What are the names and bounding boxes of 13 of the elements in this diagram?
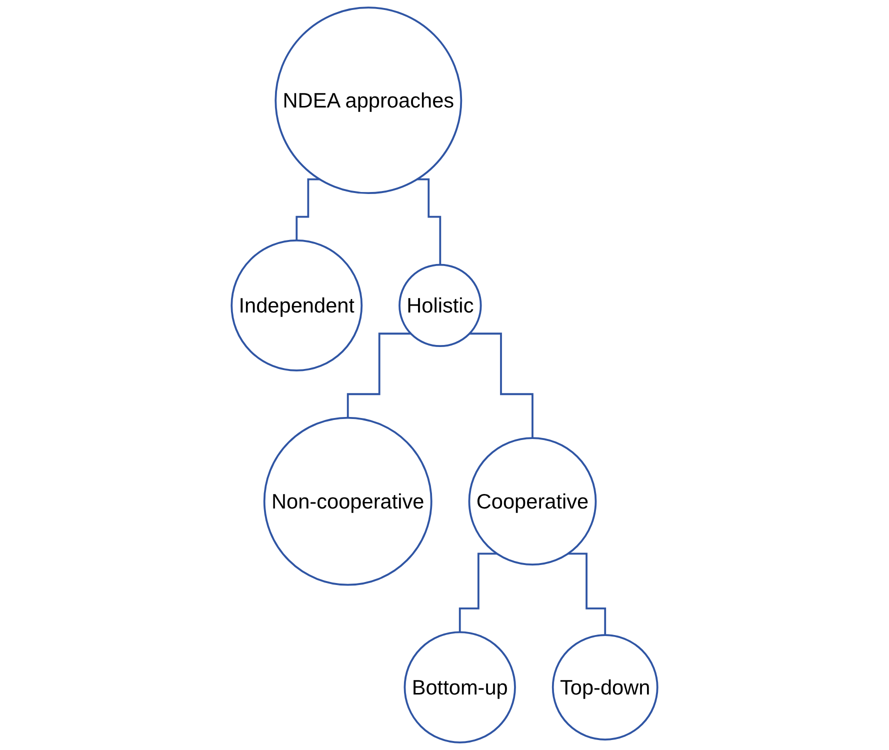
connector	[296, 178, 320, 242]
node-circle: Cooperative	[468, 437, 597, 566]
node-circle: Top-down	[552, 634, 658, 740]
node-circle: Bottom-up	[404, 631, 516, 744]
connector	[470, 332, 534, 439]
node-circle: Non-cooperative	[263, 416, 432, 586]
connector	[458, 552, 497, 634]
node-circle: NDEA approaches	[274, 6, 462, 194]
connector	[568, 552, 606, 636]
connector	[417, 178, 442, 266]
connector	[346, 332, 411, 419]
node-circle: Holistic	[398, 264, 482, 348]
node-circle: Independent	[230, 240, 363, 372]
